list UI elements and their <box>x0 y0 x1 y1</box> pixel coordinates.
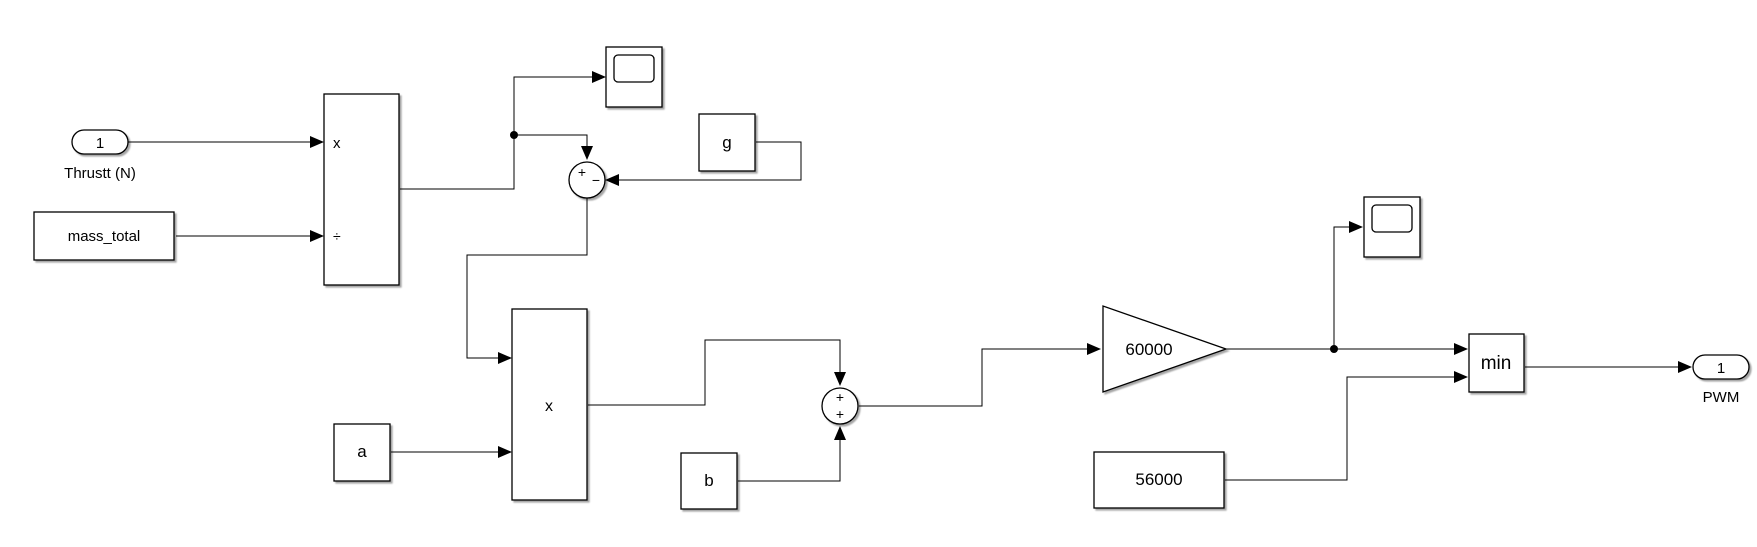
constant-mass-total[interactable]: mass_total <box>33 211 175 261</box>
signal-lines <box>128 71 1692 482</box>
wire-branch-to-sum-sub[interactable] <box>514 134 588 150</box>
branch-point <box>1330 345 1338 353</box>
inport-label: Thrustt (N) <box>64 165 136 182</box>
arrowhead <box>1678 361 1692 373</box>
scope-1[interactable] <box>605 46 663 108</box>
wire-limit-to-min[interactable] <box>1225 376 1458 481</box>
product-label: x <box>545 398 553 415</box>
divide-multiply-port: x <box>333 135 341 152</box>
constant-limit[interactable]: 56000 <box>1093 451 1225 509</box>
arrowhead <box>1454 343 1468 355</box>
wire-g-to-sum-sub[interactable] <box>615 141 802 181</box>
arrowhead <box>1349 221 1363 233</box>
minmax-label: min <box>1481 353 1512 374</box>
constant-limit-label: 56000 <box>1135 470 1182 489</box>
divide-block[interactable]: x ÷ <box>323 93 400 286</box>
gain-value: 60000 <box>1125 340 1172 359</box>
inport-number: 1 <box>96 135 104 152</box>
arrowhead <box>581 146 593 160</box>
wire-divide-output[interactable] <box>400 76 596 190</box>
arrowhead <box>605 174 619 186</box>
scope-screen-icon <box>613 54 655 83</box>
arrowhead <box>592 71 606 83</box>
constant-b-label: b <box>704 471 713 490</box>
arrowhead <box>498 352 512 364</box>
sum-add-block[interactable]: + + <box>821 387 859 425</box>
wire-sum-add-to-gain[interactable] <box>859 348 1091 407</box>
sum-subtract-minus-sign: − <box>592 172 600 188</box>
wire-product-to-sum-add[interactable] <box>588 339 841 406</box>
sum-add-plus-sign-top: + <box>836 389 844 405</box>
constant-a[interactable]: a <box>333 423 391 482</box>
wire-b-to-sum-add[interactable] <box>738 436 841 482</box>
constant-b[interactable]: b <box>680 452 738 510</box>
wire-branch-to-scope2[interactable] <box>1333 226 1353 349</box>
sum-subtract-block[interactable]: + − <box>568 161 606 199</box>
scope-screen-icon <box>1371 204 1413 233</box>
inport-block[interactable]: 1 <box>71 129 129 155</box>
constant-g[interactable]: g <box>698 113 756 172</box>
divide-divide-port: ÷ <box>333 228 341 244</box>
arrowhead <box>1087 343 1101 355</box>
sum-subtract-plus-sign: + <box>578 164 586 180</box>
outport-number: 1 <box>1717 360 1725 377</box>
sum-add-plus-sign-bottom: + <box>836 406 844 422</box>
branch-point <box>510 131 518 139</box>
arrowhead <box>834 426 846 440</box>
arrowhead <box>834 372 846 386</box>
constant-mass-total-label: mass_total <box>68 228 141 245</box>
gain-block[interactable]: 60000 <box>1102 305 1228 393</box>
wire-sum-sub-to-product[interactable] <box>466 198 588 359</box>
arrowhead <box>498 446 512 458</box>
scope-2[interactable] <box>1363 196 1421 258</box>
product-block[interactable]: x <box>511 308 588 501</box>
constant-g-label: g <box>722 133 731 152</box>
arrowhead <box>1454 371 1468 383</box>
constant-a-label: a <box>357 442 367 461</box>
outport-block[interactable]: 1 <box>1692 354 1750 380</box>
arrowhead <box>310 230 324 242</box>
minmax-block[interactable]: min <box>1468 333 1525 393</box>
outport-label: PWM <box>1703 389 1740 406</box>
arrowhead <box>310 136 324 148</box>
